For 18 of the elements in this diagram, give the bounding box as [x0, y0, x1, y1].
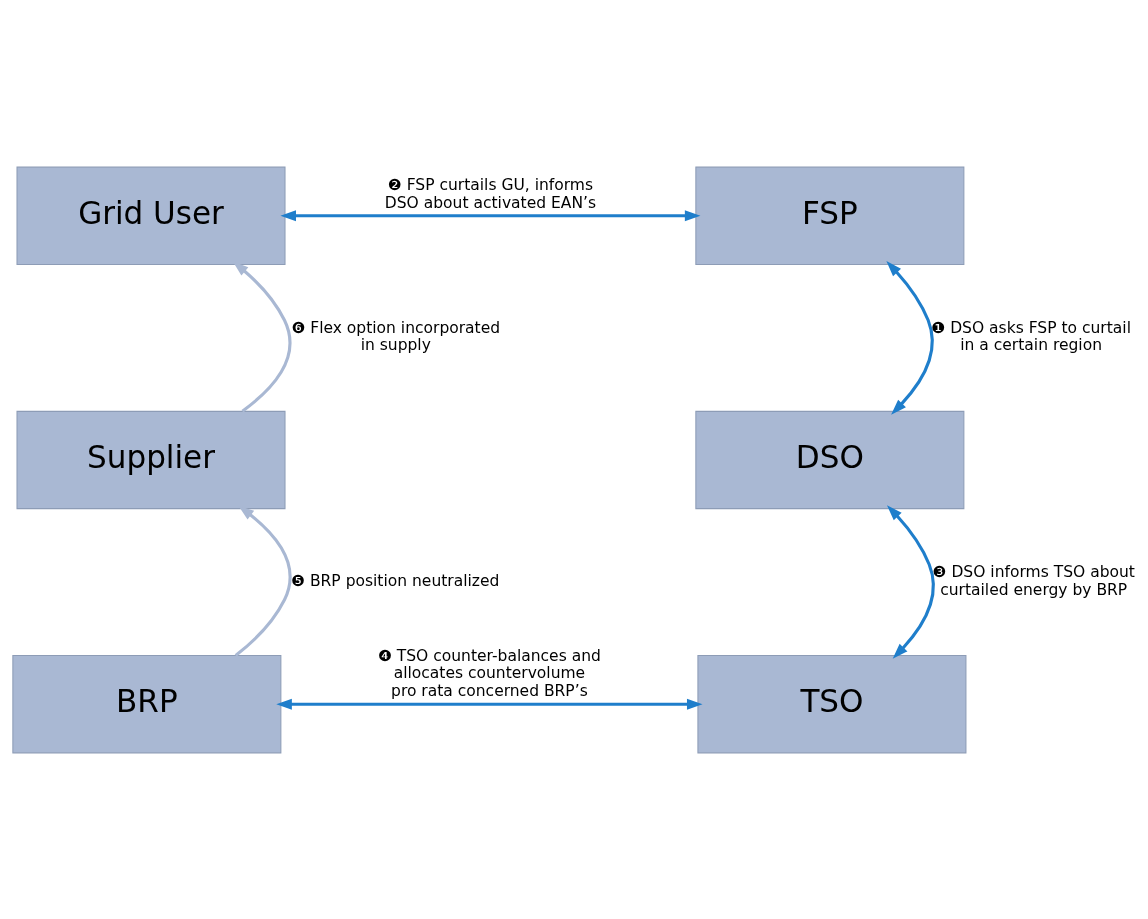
edge-label: ❷ FSP curtails GU, informs DSO about activated EAN’s [384, 175, 597, 211]
node-box: Supplier [16, 410, 286, 509]
arrow [886, 504, 935, 659]
edge-label: ❺ BRP position neutralized [291, 571, 500, 590]
node-box: DSO [695, 410, 965, 509]
edge-label: ❸ DSO informs TSO about curtailed energy by BRP [932, 562, 1135, 599]
node-box: TSO [697, 654, 967, 753]
arrow [886, 260, 934, 415]
arrow [276, 698, 703, 710]
edge-label: ❻ Flex option incorporated in supply [291, 318, 501, 354]
edge-label: ❹ TSO counter-balances and allocates countervolume pro rata concerned BRP’s [377, 646, 601, 700]
arrow [280, 209, 701, 221]
arrow [234, 505, 292, 657]
node-box: Grid User [16, 166, 286, 265]
edge-label: ❶ DSO asks FSP to curtail in a certain region [931, 318, 1131, 354]
arrow [232, 261, 292, 412]
node-box: FSP [695, 166, 965, 265]
node-box: BRP [12, 654, 282, 753]
